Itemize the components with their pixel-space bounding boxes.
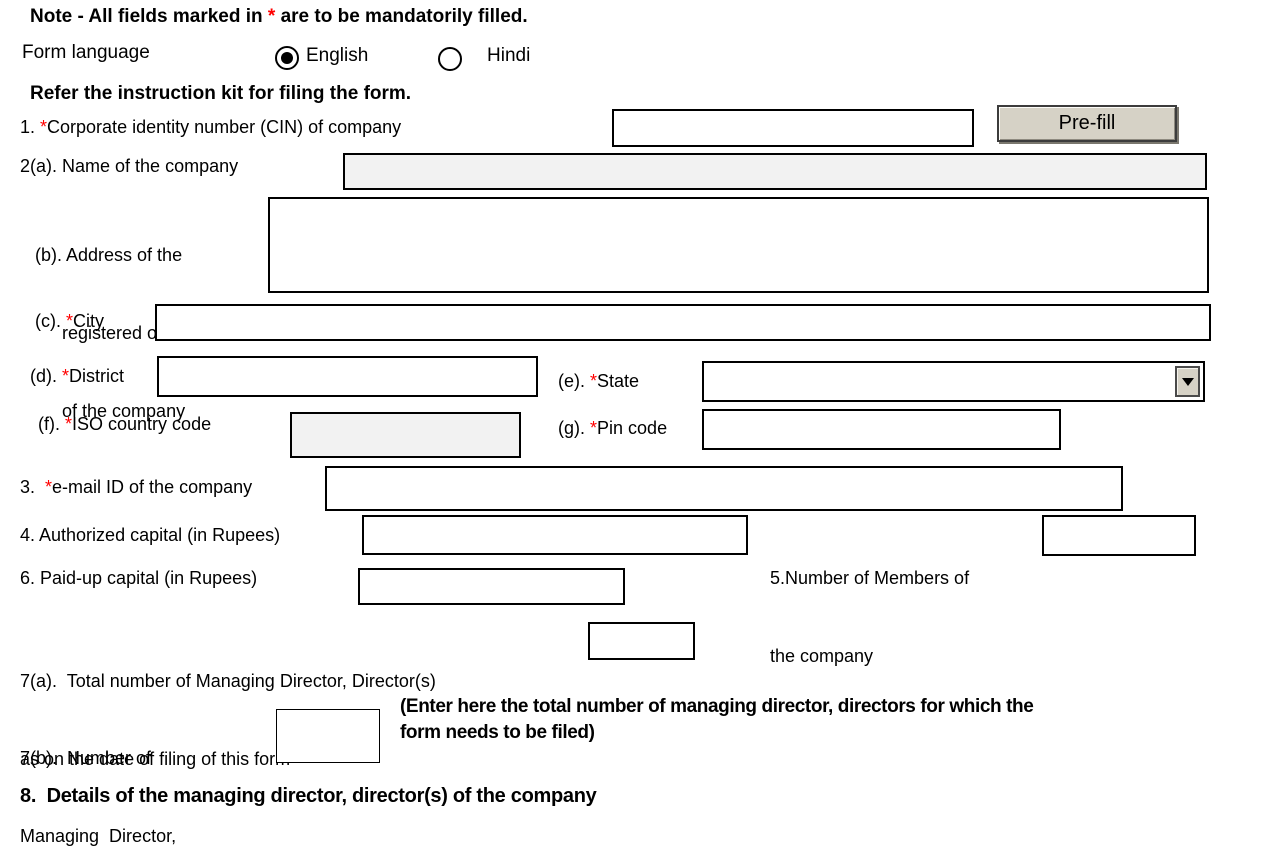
company-name-input	[343, 153, 1207, 190]
required-asterisk: *	[45, 477, 53, 497]
radio-english[interactable]	[275, 46, 299, 70]
required-asterisk: *	[62, 366, 70, 386]
pin-code-label: (g). *Pin code	[558, 418, 668, 438]
prefill-button[interactable]: Pre-fill	[997, 105, 1177, 142]
required-asterisk: *	[590, 418, 598, 438]
directors-filed-input[interactable]	[276, 709, 380, 763]
directors-total-label: 7(a). Total number of Managing Director,…	[20, 671, 436, 769]
state-select[interactable]	[702, 361, 1205, 402]
required-asterisk: *	[65, 414, 73, 434]
company-name-label: 2(a). Name of the company	[20, 156, 239, 176]
directors-total-input[interactable]	[588, 622, 695, 660]
paidup-capital-input[interactable]	[358, 568, 625, 605]
radio-hindi-label[interactable]: Hindi	[487, 45, 531, 66]
mandatory-note-prefix: Note - All fields marked in	[30, 6, 268, 27]
cin-label: 1. *Corporate identity number (CIN) of c…	[20, 117, 402, 137]
section-8-heading: 8. Details of the managing director, dir…	[20, 785, 597, 807]
registered-office-textarea[interactable]	[268, 197, 1209, 293]
authorized-capital-label: 4. Authorized capital (in Rupees)	[20, 525, 281, 545]
district-label: (d). *District	[30, 366, 125, 386]
iso-country-input	[290, 412, 521, 458]
iso-country-label: (f). *ISO country code	[38, 414, 212, 434]
authorized-capital-input[interactable]	[362, 515, 748, 555]
email-label: 3. *e-mail ID of the company	[20, 477, 253, 497]
state-label: (e). *State	[558, 371, 640, 391]
required-asterisk: *	[40, 117, 48, 137]
cin-input[interactable]	[612, 109, 974, 147]
state-select-arrow-button[interactable]	[1175, 366, 1200, 397]
pin-code-input[interactable]	[702, 409, 1061, 450]
city-input[interactable]	[155, 304, 1211, 341]
required-asterisk: *	[66, 311, 74, 331]
members-input[interactable]	[1042, 515, 1196, 556]
mandatory-note-suffix: are to be mandatorily filled.	[275, 6, 528, 27]
required-asterisk: *	[267, 6, 276, 27]
district-input[interactable]	[157, 356, 538, 397]
mandatory-note: Note - All fields marked in * are to be …	[30, 6, 528, 28]
radio-english-label[interactable]: English	[306, 45, 369, 66]
members-label: 5.Number of Members of the company	[770, 568, 970, 666]
form-language-label: Form language	[22, 42, 150, 63]
city-label: (c). *City	[35, 311, 105, 331]
radio-hindi[interactable]	[438, 47, 462, 71]
directors-filed-note: (Enter here the total number of managing…	[400, 696, 1034, 743]
chevron-down-icon	[1181, 377, 1194, 386]
email-input[interactable]	[325, 466, 1123, 511]
directors-filed-label: 7(b). Number of Managing Director, Direc…	[20, 748, 177, 846]
required-asterisk: *	[590, 371, 598, 391]
instruction-note: Refer the instruction kit for filing the…	[30, 83, 412, 104]
paidup-capital-label: 6. Paid-up capital (in Rupees)	[20, 568, 258, 588]
